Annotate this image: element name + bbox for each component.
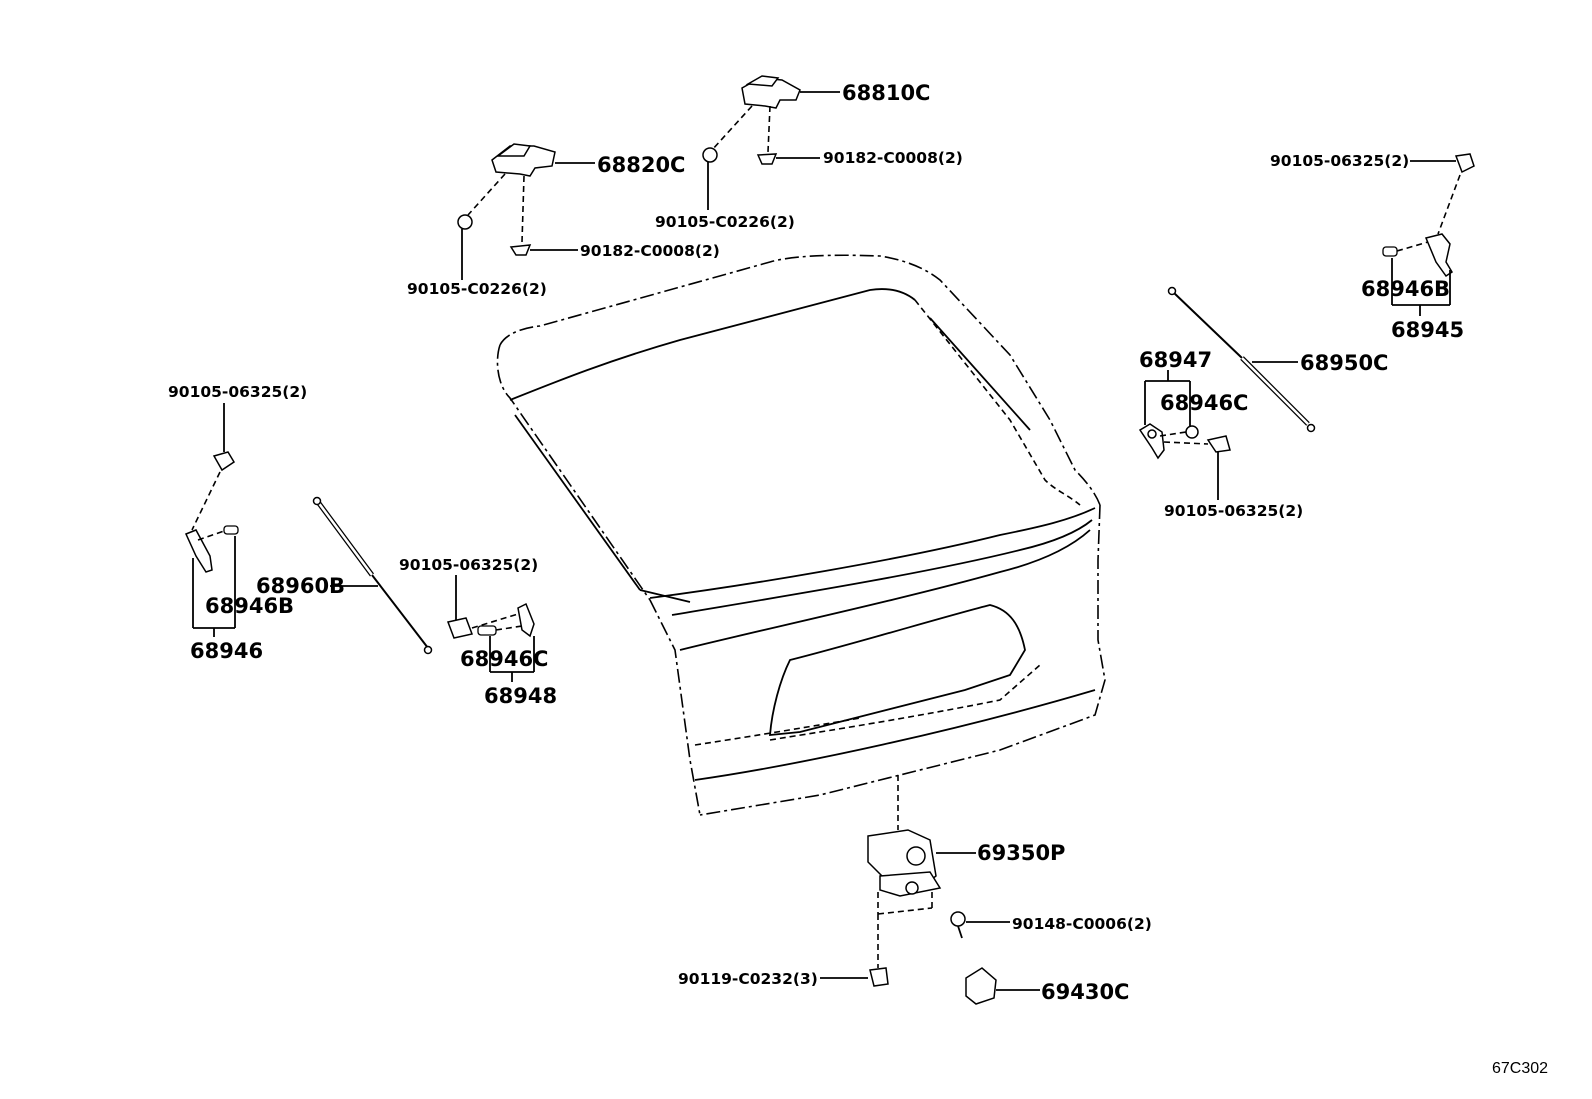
callout-90182-c0008-mid: 90182-C0008(2) [580, 242, 720, 260]
bracket-68948-part [446, 575, 535, 682]
callout-68960b: 68960B [256, 574, 345, 598]
bumper-69430c-part [950, 911, 1040, 1005]
callout-68946c-right: 68946C [1160, 391, 1248, 415]
bracket-68947-part [1138, 370, 1231, 500]
bracket-68945-part [1382, 153, 1475, 316]
back-door-panel [496, 254, 1106, 816]
latch-69350p-part [820, 775, 976, 987]
callout-68946b-left: 68946B [205, 594, 294, 618]
callout-90105-06325-left: 90105-06325(2) [168, 383, 307, 401]
callout-labels: 68810C 68820C 90182-C0008(2) 90105-C0226… [168, 81, 1464, 1004]
bracket-68946-part [184, 403, 239, 637]
callout-68810c: 68810C [842, 81, 930, 105]
callout-90105-c0226-top: 90105-C0226(2) [655, 213, 795, 231]
callout-90105-06325-mid-left: 90105-06325(2) [399, 556, 538, 574]
callout-90182-c0008-top: 90182-C0008(2) [823, 149, 963, 167]
callout-68946c-left: 68946C [460, 647, 548, 671]
hinge-68820c-part [457, 143, 595, 280]
gas-strut-68960b-part [312, 496, 433, 655]
callout-68945: 68945 [1391, 318, 1464, 342]
callout-68946: 68946 [190, 639, 263, 663]
callout-90105-06325-mid-right: 90105-06325(2) [1164, 502, 1303, 520]
callout-90105-06325-top-right: 90105-06325(2) [1270, 152, 1409, 170]
callout-68820c: 68820C [597, 153, 685, 177]
callout-90105-c0226-left: 90105-C0226(2) [407, 280, 547, 298]
gas-strut-68950c-part [1167, 286, 1316, 433]
callout-68948: 68948 [484, 684, 557, 708]
callout-90148-c0006: 90148-C0006(2) [1012, 915, 1152, 933]
callout-69430c: 69430C [1041, 980, 1129, 1004]
callout-90119-c0232: 90119-C0232(3) [678, 970, 818, 988]
callout-68946b-right: 68946B [1361, 277, 1450, 301]
callout-68950c: 68950C [1300, 351, 1388, 375]
callout-68947: 68947 [1139, 348, 1212, 372]
callout-69350p: 69350P [977, 841, 1065, 865]
diagram-code: 67C302 [1492, 1060, 1548, 1077]
hinge-68810c-part [702, 75, 840, 210]
